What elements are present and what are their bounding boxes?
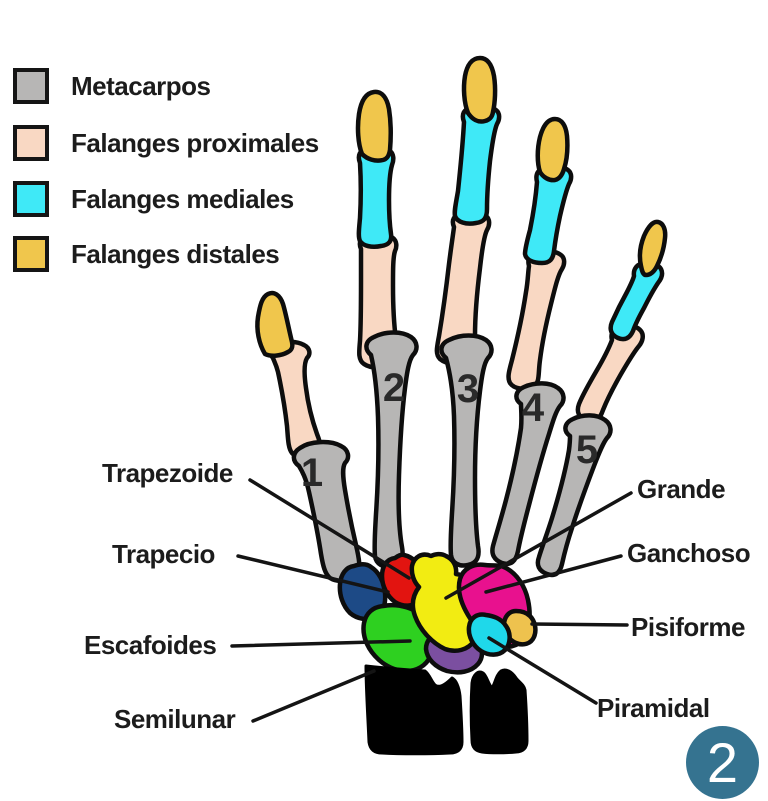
metacarpal-1-number: 1 (300, 451, 324, 495)
leader-line-trapezoide (248, 478, 411, 580)
metacarpal-4 (490, 381, 566, 567)
leader-line-trapecio (236, 554, 390, 594)
page-number: 2 (706, 730, 739, 794)
ring-proximal-phalanx (506, 248, 567, 392)
index-distal-phalanx (355, 89, 393, 163)
middle-distal-phalanx (461, 55, 498, 124)
piramidal-label: Piramidal (597, 693, 710, 723)
page-number-badge: 2 (686, 726, 759, 799)
legend-item-metacarpos: Metacarpos (13, 68, 211, 104)
proximal-phalanges (267, 209, 645, 460)
pinky-distal-phalanx (637, 219, 668, 278)
leader-line-pisiforme (530, 622, 629, 627)
trapecio-label: Trapecio (112, 539, 215, 569)
legend-label: Falanges distales (71, 238, 280, 269)
pinky-proximal-phalanx (575, 322, 645, 425)
legend-item-falanges-proximales: Falanges proximales (13, 125, 319, 161)
leader-line-escafoides (230, 639, 412, 648)
metacarpos-color-swatch (13, 68, 49, 104)
semilunar-label: Semilunar (114, 704, 236, 734)
ring-distal-phalanx (535, 116, 570, 183)
pisiforme-label: Pisiforme (631, 612, 746, 642)
metacarpals (291, 330, 613, 584)
middle-medial-phalanx (452, 103, 502, 226)
falanges-distales-color-swatch (13, 236, 49, 272)
trapezoide-label: Trapezoide (102, 458, 233, 488)
ulna-silhouette (469, 668, 529, 755)
carpal-bones (337, 551, 538, 675)
medial-phalanges (356, 103, 665, 342)
legend-item-falanges-distales: Falanges distales (13, 236, 280, 272)
falanges-proximales-color-swatch (13, 125, 49, 161)
legend-item-falanges-mediales: Falanges mediales (13, 181, 294, 217)
metacarpal-5-number: 5 (575, 428, 599, 472)
legend-label: Falanges mediales (71, 183, 294, 214)
thumb-proximal-phalanx (267, 339, 323, 460)
ganchoso-label: Ganchoso (627, 538, 751, 568)
leader-line-semilunar (251, 669, 376, 723)
metacarpal-3 (439, 333, 494, 568)
metacarpal-4-number: 4 (521, 386, 545, 430)
leader-line-piramidal (487, 636, 598, 705)
metacarpal-2 (364, 330, 419, 569)
metacarpal-2-number: 2 (382, 366, 406, 410)
metacarpal-3-number: 3 (456, 367, 480, 411)
leader-lines (230, 478, 633, 723)
leader-line-grande (444, 491, 633, 600)
distal-phalanges (255, 55, 668, 358)
legend-label: Metacarpos (71, 70, 211, 101)
legend-label: Falanges proximales (71, 127, 319, 158)
leader-line-ganchoso (484, 554, 623, 594)
forearm-bones (364, 664, 529, 756)
thumb-distal-phalanx (255, 290, 295, 358)
pinky-medial-phalanx (608, 260, 665, 342)
radius-silhouette (364, 664, 464, 756)
grande-label: Grande (637, 474, 726, 504)
falanges-mediales-color-swatch (13, 181, 49, 217)
escafoides-label: Escafoides (84, 630, 217, 660)
